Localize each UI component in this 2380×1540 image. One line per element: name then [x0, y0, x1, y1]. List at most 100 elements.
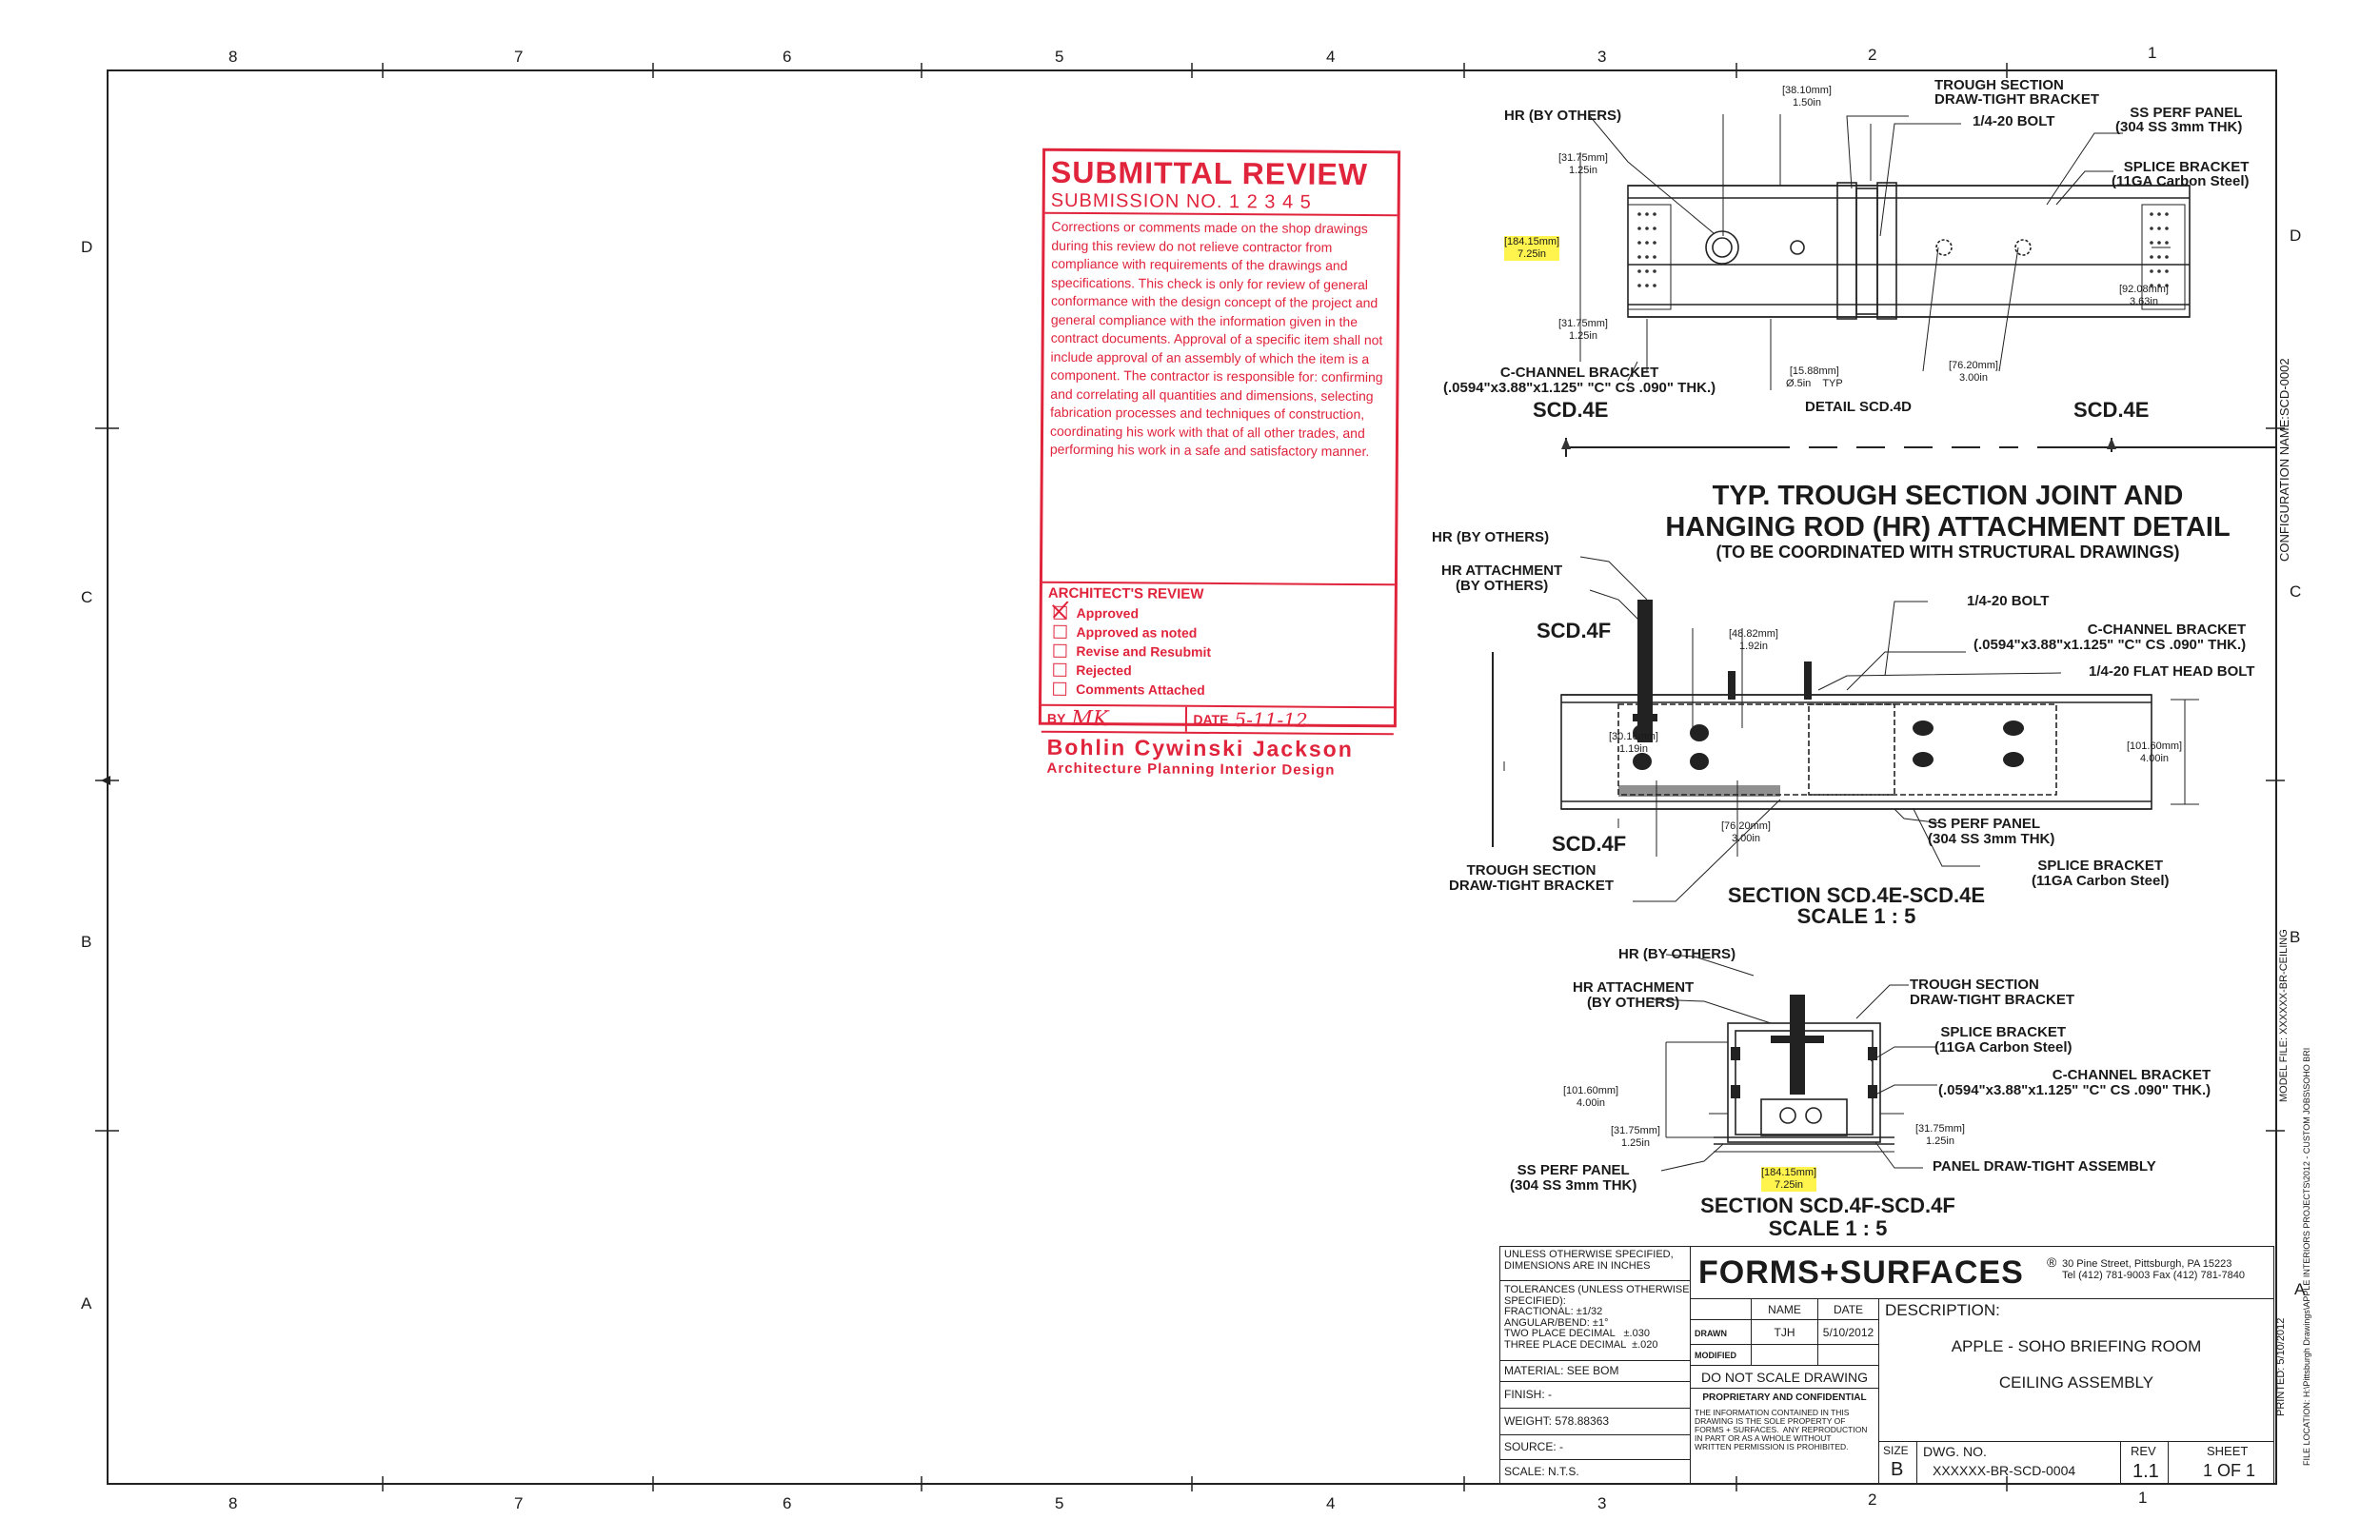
label-bolt-top: 1/4-20 BOLT [1973, 113, 2055, 129]
label-hr-attachment-bottom: HR ATTACHMENT (BY OTHERS) [1573, 979, 1695, 1011]
zone-col-2-bottom: 2 [1868, 1491, 1877, 1509]
submittal-review-stamp: SUBMITTAL REVIEW SUBMISSION NO. 1 2 3 4 … [1038, 148, 1401, 779]
detail-top-drawing [1561, 114, 2275, 457]
zone-col-1-bottom: 1 [2138, 1489, 2148, 1507]
label-hr-by-others-mid: HR (BY OTHERS) [1432, 529, 1550, 545]
zone-row-d-right: D [2290, 227, 2302, 245]
checkbox-icon [1053, 643, 1067, 658]
tb-blank [1691, 1299, 1752, 1320]
tb-proprietary: PROPRIETARY AND CONFIDENTIAL THE INFORMA… [1691, 1389, 1879, 1484]
zone-row-a-right: A [2294, 1280, 2306, 1298]
label-perf-panel-top: SS PERF PANEL (304 SS 3mm THK) [2115, 105, 2243, 135]
tb-description-header: DESCRIPTION: [1885, 1301, 2000, 1319]
dim-bot-2: [31.75mm] 1.25in [1611, 1125, 1660, 1149]
side-config-name: CONFIGURATION NAME:SCD-0002 [2277, 358, 2291, 562]
label-bolt-mid: 1/4-20 BOLT [1967, 593, 2050, 609]
zone-col-8: 8 [228, 48, 238, 66]
zone-col-4: 4 [1326, 48, 1336, 66]
stamp-architect-review: ARCHITECT'S REVIEW [1047, 584, 1204, 602]
section-4f-scale: SCALE 1 : 5 [1768, 1216, 1888, 1240]
tb-material: MATERIAL: SEE BOM [1500, 1361, 1691, 1382]
tb-tolerances: TOLERANCES (UNLESS OTHERWISE SPECIFIED):… [1500, 1281, 1691, 1361]
label-hr-by-others-bottom: HR (BY OTHERS) [1618, 946, 1736, 962]
section-4e-drawing [1492, 556, 2199, 902]
zone-col-1: 1 [2148, 44, 2157, 62]
section-marker-4f-bottom: SCD.4F [1552, 832, 1627, 856]
tb-drawn-date: 5/10/2012 [1818, 1320, 1879, 1345]
zone-col-3-bottom: 3 [1597, 1494, 1607, 1512]
tb-modified-name [1752, 1345, 1818, 1366]
tb-finish: FINISH: - [1500, 1382, 1691, 1409]
tb-size-header: SIZE [1883, 1444, 1909, 1457]
section-4f-title: SECTION SCD.4F-SCD.4F [1700, 1194, 1955, 1217]
checkbox-icon [1053, 662, 1067, 677]
label-trough-bracket-bottom: TROUGH SECTION DRAW-TIGHT BRACKET [1910, 977, 2075, 1008]
tb-modified-label: MODIFIED [1691, 1345, 1752, 1366]
main-title-line3: (TO BE COORDINATED WITH STRUCTURAL DRAWI… [1716, 543, 2180, 562]
tb-date-header: DATE [1818, 1299, 1879, 1320]
stamp-date-handwritten: 5-11-12 [1234, 708, 1308, 732]
zone-row-c: C [81, 588, 93, 606]
stamp-option-rejected: Rejected [1041, 661, 1394, 682]
zone-row-d: D [81, 238, 93, 256]
tb-sheet-header: SHEET [2207, 1444, 2249, 1458]
dim-bot-1: [101.60mm] 4.00in [1563, 1085, 1619, 1109]
tb-modified-date [1818, 1345, 1879, 1366]
section-marker-4f-top: SCD.4F [1537, 619, 1612, 642]
company-logo: FORMS+SURFACES [1698, 1254, 2024, 1291]
label-hr-by-others-top: HR (BY OTHERS) [1504, 108, 1622, 124]
side-file-location: FILE LOCATION: H:\Pittsburgh Drawings\AP… [2302, 1047, 2311, 1466]
dim-mid-2: [30.16mm] 1.19in [1609, 731, 1658, 755]
tb-dwg-no: DWG. NO. XXXXXX-BR-SCD-0004 [1917, 1442, 2121, 1484]
title-block: UNLESS OTHERWISE SPECIFIED, DIMENSIONS A… [1499, 1246, 2274, 1485]
side-model-file: MODEL FILE: XXXXXX-BR-CEILING [2278, 929, 2290, 1102]
dim-mid-1: [48.82mm] 1.92in [1729, 628, 1778, 652]
label-trough-bracket-top: TROUGH SECTION DRAW-TIGHT BRACKET [1934, 77, 2100, 108]
zone-col-7: 7 [514, 48, 524, 66]
stamp-firm-name: Bohlin Cywinski Jackson [1046, 734, 1354, 761]
zone-col-6: 6 [783, 48, 792, 66]
dim-bot-3: [31.75mm] 1.25in [1915, 1123, 1965, 1147]
zone-col-7-bottom: 7 [514, 1494, 524, 1512]
tb-weight: WEIGHT: 578.88363 [1500, 1409, 1691, 1435]
zone-col-8-bottom: 8 [228, 1494, 238, 1512]
tb-proprietary-title: PROPRIETARY AND CONFIDENTIAL [1702, 1392, 1867, 1403]
stamp-title: SUBMITTAL REVIEW [1050, 154, 1369, 192]
zone-row-b: B [81, 933, 92, 951]
dim-top-5: [15.88mm] Ø.5in TYP [1786, 365, 1843, 389]
zone-col-5: 5 [1055, 48, 1064, 66]
tb-dwg-value: XXXXXX-BR-SCD-0004 [1933, 1463, 2076, 1478]
tb-company-header: FORMS+SURFACES ® 30 Pine Street, Pittsbu… [1691, 1247, 2273, 1299]
zone-col-3: 3 [1597, 48, 1607, 66]
tb-do-not-scale: DO NOT SCALE DRAWING [1691, 1366, 1879, 1389]
tb-proprietary-text: THE INFORMATION CONTAINED IN THIS DRAWIN… [1695, 1408, 1868, 1451]
label-splice-bracket-mid: SPLICE BRACKET (11GA Carbon Steel) [2032, 858, 2170, 889]
dim-bot-4-highlighted: [184.15mm] 7.25in [1761, 1167, 1817, 1192]
dim-top-7: [92.08mm] 3.63in [2119, 284, 2169, 307]
label-panel-draw-tight: PANEL DRAW-TIGHT ASSEMBLY [1933, 1158, 2156, 1175]
section-marker-left: SCD.4E [1533, 398, 1609, 422]
tb-size-value: B [1891, 1459, 1904, 1480]
tb-drawn-label: DRAWN [1691, 1320, 1752, 1345]
tb-rev-value: 1.1 [2132, 1461, 2159, 1482]
checkbox-icon [1053, 624, 1067, 639]
tb-scale: SCALE: N.T.S. [1500, 1460, 1691, 1484]
stamp-signoff-row: BY MK DATE 5-11-12 [1041, 703, 1395, 736]
tb-description: DESCRIPTION: APPLE - SOHO BRIEFING ROOM … [1879, 1299, 2273, 1442]
main-title-line2: HANGING ROD (HR) ATTACHMENT DETAIL [1665, 512, 2231, 543]
tb-sheet-value: 1 OF 1 [2203, 1461, 2256, 1480]
stamp-by-label: BY [1046, 710, 1066, 726]
tb-description-line1: APPLE - SOHO BRIEFING ROOM [1951, 1337, 2202, 1355]
dim-mid-3: [76.20mm] 3.00in [1721, 820, 1771, 844]
checkbox-checked-icon [1052, 601, 1069, 620]
label-flat-head-bolt: 1/4-20 FLAT HEAD BOLT [2089, 663, 2255, 680]
zone-col-2: 2 [1868, 46, 1877, 64]
stamp-option-approved-as-noted: Approved as noted [1042, 622, 1395, 644]
label-trough-bracket-mid: TROUGH SECTION DRAW-TIGHT BRACKET [1449, 862, 1615, 894]
label-hr-attachment-mid: HR ATTACHMENT (BY OTHERS) [1441, 563, 1563, 594]
zone-row-a: A [81, 1294, 92, 1313]
tb-unless-specified: UNLESS OTHERWISE SPECIFIED, DIMENSIONS A… [1500, 1247, 1691, 1281]
tb-drawn-name: TJH [1752, 1320, 1818, 1345]
checkbox-icon [1053, 681, 1067, 696]
label-c-channel-top: C-CHANNEL BRACKET (.0594"x3.88"x1.125" "… [1443, 365, 1716, 396]
